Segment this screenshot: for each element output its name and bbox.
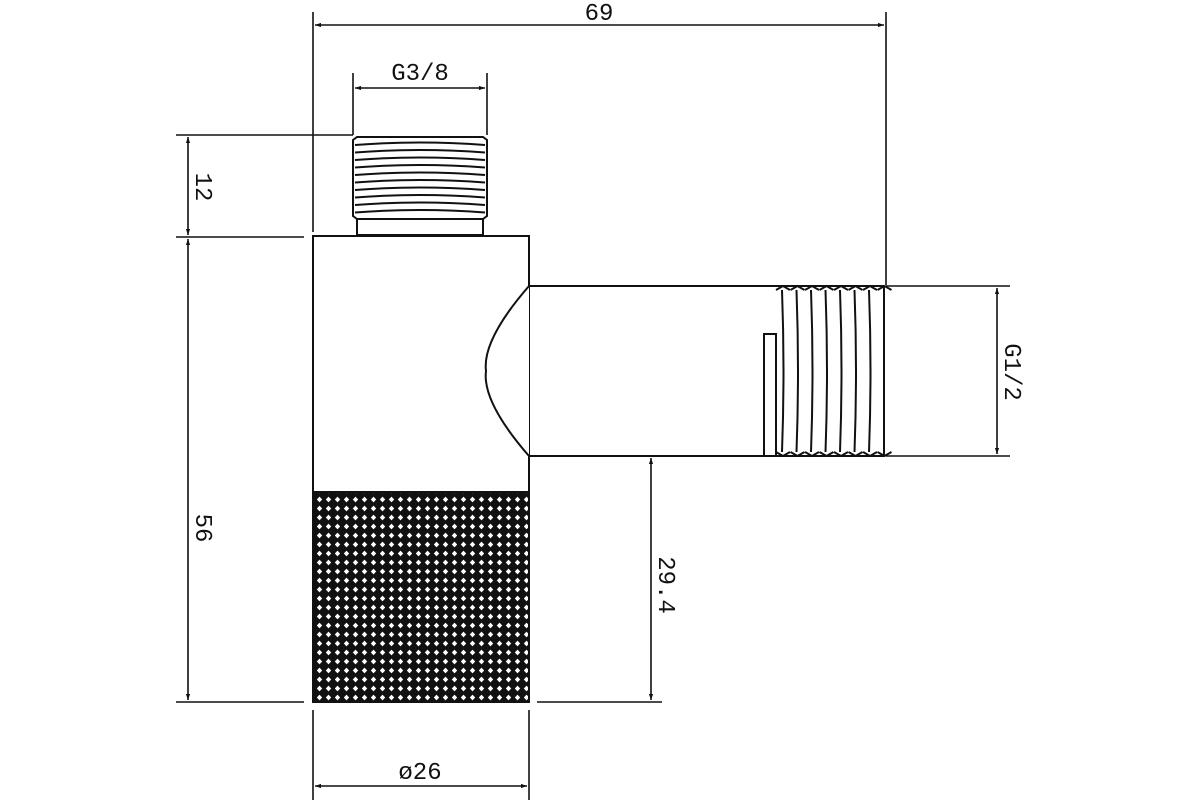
dimension-side-thread bbox=[886, 285, 1010, 457]
side-outlet bbox=[484, 284, 892, 458]
side-thread-lines bbox=[775, 284, 892, 458]
label-body-diameter: ø26 bbox=[398, 760, 441, 787]
dimension-outlet-height bbox=[537, 458, 662, 703]
dimension-body-diameter bbox=[312, 710, 530, 800]
label-outlet-height: 29.4 bbox=[651, 556, 678, 614]
top-thread-lines bbox=[354, 141, 486, 214]
dimension-body-height bbox=[176, 239, 304, 703]
dimension-overall-width bbox=[312, 12, 887, 285]
label-body-height: 56 bbox=[188, 514, 215, 543]
label-top-thread: G3/8 bbox=[391, 61, 449, 88]
knurled-grip bbox=[312, 491, 530, 703]
dimension-top-thread-height bbox=[176, 134, 353, 238]
dimension-top-thread bbox=[352, 73, 488, 135]
body bbox=[312, 235, 530, 703]
top-thread-stub bbox=[352, 136, 488, 236]
label-side-thread: G1/2 bbox=[997, 343, 1024, 401]
label-overall-width: 69 bbox=[585, 1, 614, 28]
label-top-thread-height: 12 bbox=[188, 173, 215, 202]
